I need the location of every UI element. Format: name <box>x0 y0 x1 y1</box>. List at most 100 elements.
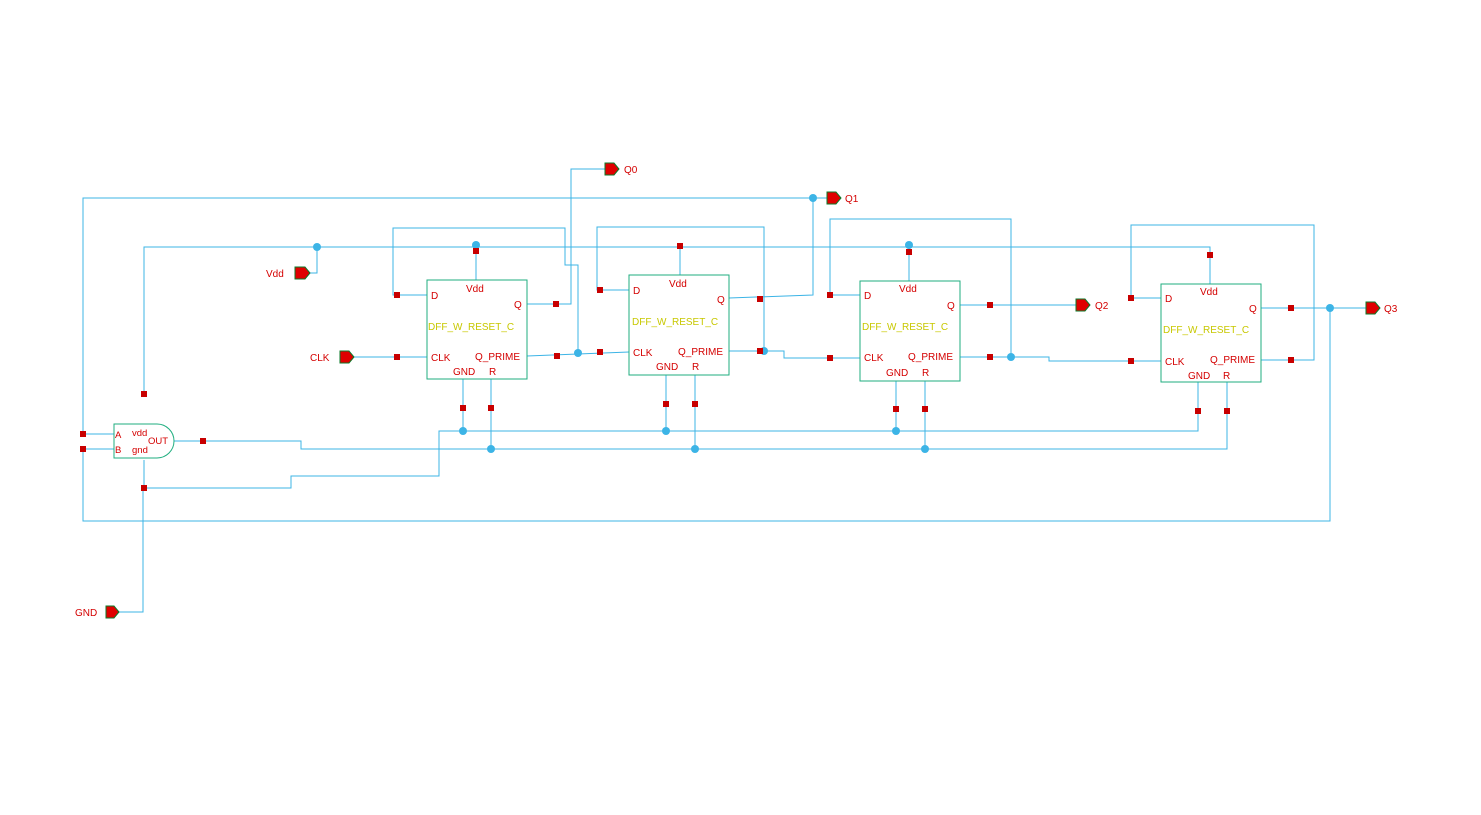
wire-and-b <box>82 308 1331 522</box>
q1-port-arrow[interactable] <box>826 191 842 205</box>
pin-marker <box>987 354 993 360</box>
dff-3[interactable]: D Vdd Q DFF_W_RESET_C CLK Q_PRIME GND R <box>1160 283 1262 383</box>
q3-port-label: Q3 <box>1384 304 1398 315</box>
pin-marker <box>1224 408 1230 414</box>
wire-vdd-port <box>309 247 318 274</box>
pin-d-label: D <box>431 291 438 302</box>
junction <box>662 427 670 435</box>
pin-gnd-label: GND <box>656 362 678 373</box>
wire-gnd-port <box>118 488 144 613</box>
junction <box>905 241 913 249</box>
pin-qprime-label: Q_PRIME <box>678 347 723 358</box>
cell-name: DFF_W_RESET_C <box>1163 325 1249 336</box>
clk-port-arrow[interactable] <box>339 350 355 364</box>
pin-gnd-label: GND <box>886 368 908 379</box>
wire-and-a <box>82 197 813 435</box>
pin-gnd-label: GND <box>453 367 475 378</box>
junction <box>921 445 929 453</box>
junctions <box>313 194 1334 453</box>
gnd-port-label: GND <box>75 608 97 619</box>
wire-ff2-feedback <box>829 218 1012 357</box>
pin-q-label: Q <box>717 295 725 306</box>
junction <box>691 445 699 453</box>
pin-vdd-label: Vdd <box>899 284 917 295</box>
pin-marker <box>1128 358 1134 364</box>
junction <box>574 349 582 357</box>
dff-2[interactable]: D Vdd Q DFF_W_RESET_C CLK Q_PRIME GND R <box>859 280 961 382</box>
wires <box>82 168 1366 613</box>
pin-qprime-label: Q_PRIME <box>908 352 953 363</box>
pin-marker <box>1288 357 1294 363</box>
pin-marker <box>1207 252 1213 258</box>
q2-port-arrow[interactable] <box>1075 298 1091 312</box>
pin-marker <box>597 349 603 355</box>
dff-0[interactable]: D Vdd Q DFF_W_RESET_C CLK Q_PRIME GND R <box>426 279 528 380</box>
pin-d-label: D <box>864 291 871 302</box>
cell-name: DFF_W_RESET_C <box>632 317 718 328</box>
pin-marker <box>597 287 603 293</box>
q2-port-label: Q2 <box>1095 301 1109 312</box>
pin-marker <box>394 292 400 298</box>
and-pin-gnd-label: gnd <box>132 445 148 456</box>
pin-marker <box>757 296 763 302</box>
q3-port-arrow[interactable] <box>1365 301 1381 315</box>
pin-d-label: D <box>633 286 640 297</box>
pin-d-label: D <box>1165 294 1172 305</box>
pin-r-label: R <box>489 367 496 378</box>
pin-q-label: Q <box>947 301 955 312</box>
pin-marker <box>553 301 559 307</box>
pin-q-label: Q <box>1249 304 1257 315</box>
io-ports: Vdd CLK GND Q0 Q1 Q2 Q3 <box>75 162 1398 619</box>
pin-clk-label: CLK <box>864 353 884 364</box>
pin-clk-label: CLK <box>431 353 451 364</box>
pin-vdd-label: Vdd <box>1200 287 1218 298</box>
pin-clk-label: CLK <box>633 348 653 359</box>
pin-marker <box>922 406 928 412</box>
cell-name: DFF_W_RESET_C <box>862 322 948 333</box>
pin-clk-label: CLK <box>1165 357 1185 368</box>
pin-qprime-label: Q_PRIME <box>1210 355 1255 366</box>
wire-gnd-bus <box>144 410 1199 489</box>
pin-marker <box>80 446 86 452</box>
wire-q0 <box>527 168 605 305</box>
q0-port-label: Q0 <box>624 165 638 176</box>
pin-vdd-label: Vdd <box>669 279 687 290</box>
pin-qprime-label: Q_PRIME <box>475 352 520 363</box>
wire-ff1-feedback <box>596 226 765 351</box>
vdd-port-arrow[interactable] <box>294 266 311 280</box>
pin-vdd-label: Vdd <box>466 284 484 295</box>
wire-ff3-feedback <box>1130 224 1315 361</box>
pin-marker <box>893 406 899 412</box>
pin-marker <box>692 401 698 407</box>
wire-ff1-qp <box>729 350 860 359</box>
pin-marker <box>141 391 147 397</box>
junction <box>313 243 321 251</box>
pin-marker <box>1128 295 1134 301</box>
junction <box>809 194 817 202</box>
pin-marker <box>987 302 993 308</box>
and-pin-out-label: OUT <box>148 436 168 447</box>
dff-1[interactable]: D Vdd Q DFF_W_RESET_C CLK Q_PRIME GND R <box>628 274 730 376</box>
pin-marker <box>554 353 560 359</box>
junction <box>459 427 467 435</box>
pin-q-label: Q <box>514 300 522 311</box>
dff-body <box>1160 283 1262 383</box>
pin-marker <box>827 292 833 298</box>
pin-marker <box>200 438 206 444</box>
wire-ff0-feedback <box>392 227 579 352</box>
q0-port-arrow[interactable] <box>604 162 620 176</box>
and-gate[interactable]: A B vdd gnd OUT <box>113 423 175 459</box>
and-gate-body <box>113 423 175 459</box>
pin-marker <box>473 248 479 254</box>
pin-marker <box>906 249 912 255</box>
pin-marker <box>663 401 669 407</box>
gnd-port-arrow[interactable] <box>105 605 120 619</box>
cell-name: DFF_W_RESET_C <box>428 322 514 333</box>
pin-marker <box>827 355 833 361</box>
dff-body <box>859 280 961 382</box>
pin-marker <box>677 243 683 249</box>
dff-body <box>426 279 528 380</box>
dff-body <box>628 274 730 376</box>
junction <box>487 445 495 453</box>
